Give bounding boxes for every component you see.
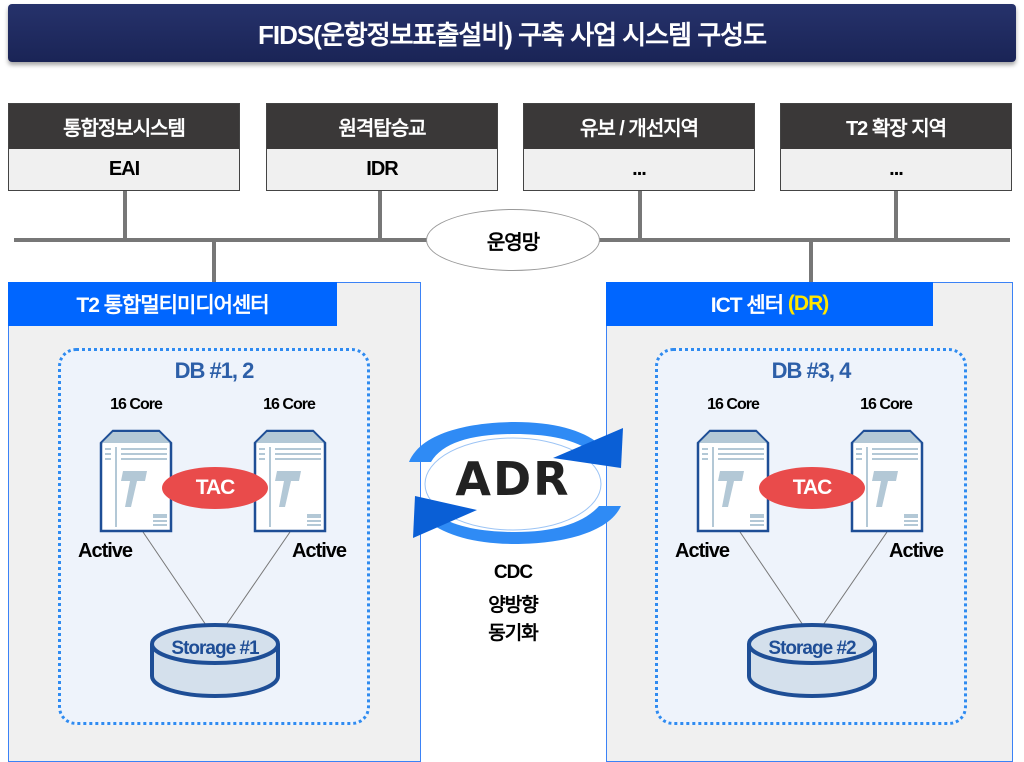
active-label: Active <box>889 540 944 562</box>
core-label: 16 Core <box>110 396 163 413</box>
system-box-integrated-info: 통합정보시스템 EAI <box>8 103 240 191</box>
system-sub: ... <box>524 149 754 190</box>
sync-label-line2: 양방향 <box>488 595 538 616</box>
db-title: DB #1, 2 <box>174 358 255 383</box>
cdc-label: CDC <box>493 562 533 583</box>
server-icon <box>696 429 770 533</box>
adr-sync-arrows-icon <box>409 422 623 544</box>
connector-line <box>212 240 216 283</box>
tac-badge: TAC <box>162 467 268 509</box>
db-title: DB #3, 4 <box>771 358 852 383</box>
system-name: T2 확장 지역 <box>781 104 1011 149</box>
active-label: Active <box>292 540 347 562</box>
connector-line <box>123 191 127 239</box>
core-label: 16 Core <box>707 396 760 413</box>
network-ellipse: 운영망 <box>426 209 600 271</box>
connector-line <box>378 191 382 239</box>
tac-badge: TAC <box>759 467 865 509</box>
system-box-reserve-area: 유보 / 개선지역 ... <box>523 103 755 191</box>
core-label: 16 Core <box>263 396 316 413</box>
system-sub: ... <box>781 149 1011 190</box>
connector-line <box>638 191 642 239</box>
page-title: FIDS(운항정보표출설비) 구축 사업 시스템 구성도 <box>8 4 1016 62</box>
storage-label: Storage #2 <box>768 638 856 659</box>
system-box-t2-expansion: T2 확장 지역 ... <box>780 103 1012 191</box>
connector-line <box>894 191 898 239</box>
storage-label: Storage #1 <box>171 638 259 659</box>
server-icon <box>99 429 173 533</box>
system-name: 통합정보시스템 <box>9 104 239 149</box>
right-title-text: ICT 센터 <box>710 294 784 317</box>
system-sub: EAI <box>9 149 239 190</box>
system-box-remote-bridge: 원격탑승교 IDR <box>266 103 498 191</box>
system-name: 원격탑승교 <box>267 104 497 149</box>
system-name: 유보 / 개선지역 <box>524 104 754 149</box>
connector-line <box>809 240 813 283</box>
system-sub: IDR <box>267 149 497 190</box>
core-label: 16 Core <box>860 396 913 413</box>
left-panel-title: T2 통합멀티미디어센터 <box>8 282 337 326</box>
adr-logo: ADR <box>455 452 571 506</box>
storage-cylinder-icon <box>746 622 878 700</box>
active-label: Active <box>78 540 133 562</box>
storage-cylinder-icon <box>149 622 281 700</box>
right-panel-title: ICT 센터 (DR) <box>606 282 933 326</box>
dr-label: (DR) <box>787 292 829 315</box>
active-label: Active <box>675 540 730 562</box>
sync-label-line3: 동기화 <box>488 623 538 644</box>
